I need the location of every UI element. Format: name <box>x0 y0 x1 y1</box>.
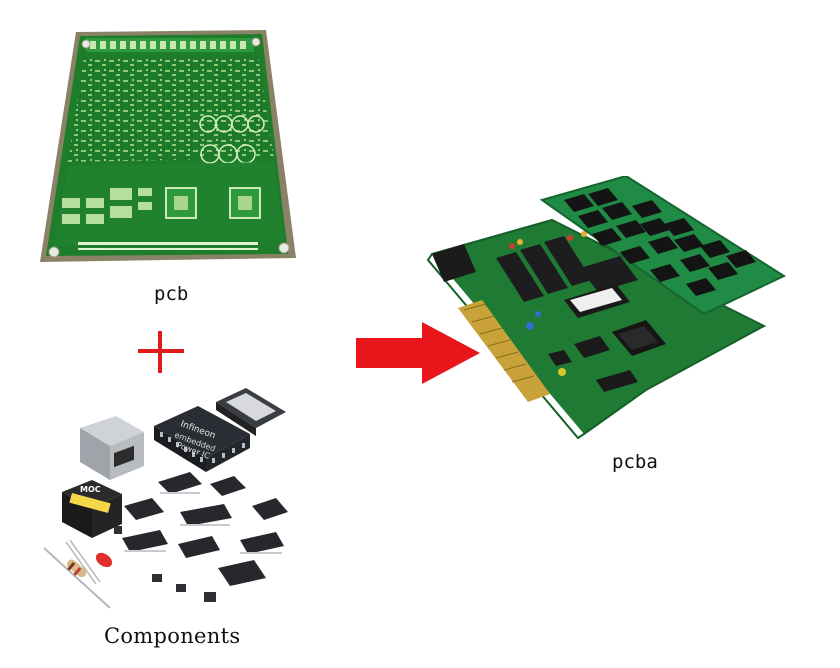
svg-text:MOC: MOC <box>80 485 101 494</box>
qfn-chip-back <box>216 388 286 436</box>
pcb-label: pcb <box>154 283 189 305</box>
plus-icon <box>136 327 186 377</box>
resistor-led <box>43 539 113 609</box>
components-label: Components <box>104 624 241 648</box>
arrow-right-icon <box>354 320 484 386</box>
transformer: MOC <box>62 480 122 538</box>
pcba-image <box>424 176 788 446</box>
components-image: Infineon embedded Power IC MOC <box>40 388 300 620</box>
bare-pcb-image <box>38 28 300 264</box>
pcba-label: pcba <box>612 451 658 473</box>
rj45-jack <box>80 416 144 480</box>
infineon-chip: Infineon embedded Power IC <box>154 406 250 472</box>
